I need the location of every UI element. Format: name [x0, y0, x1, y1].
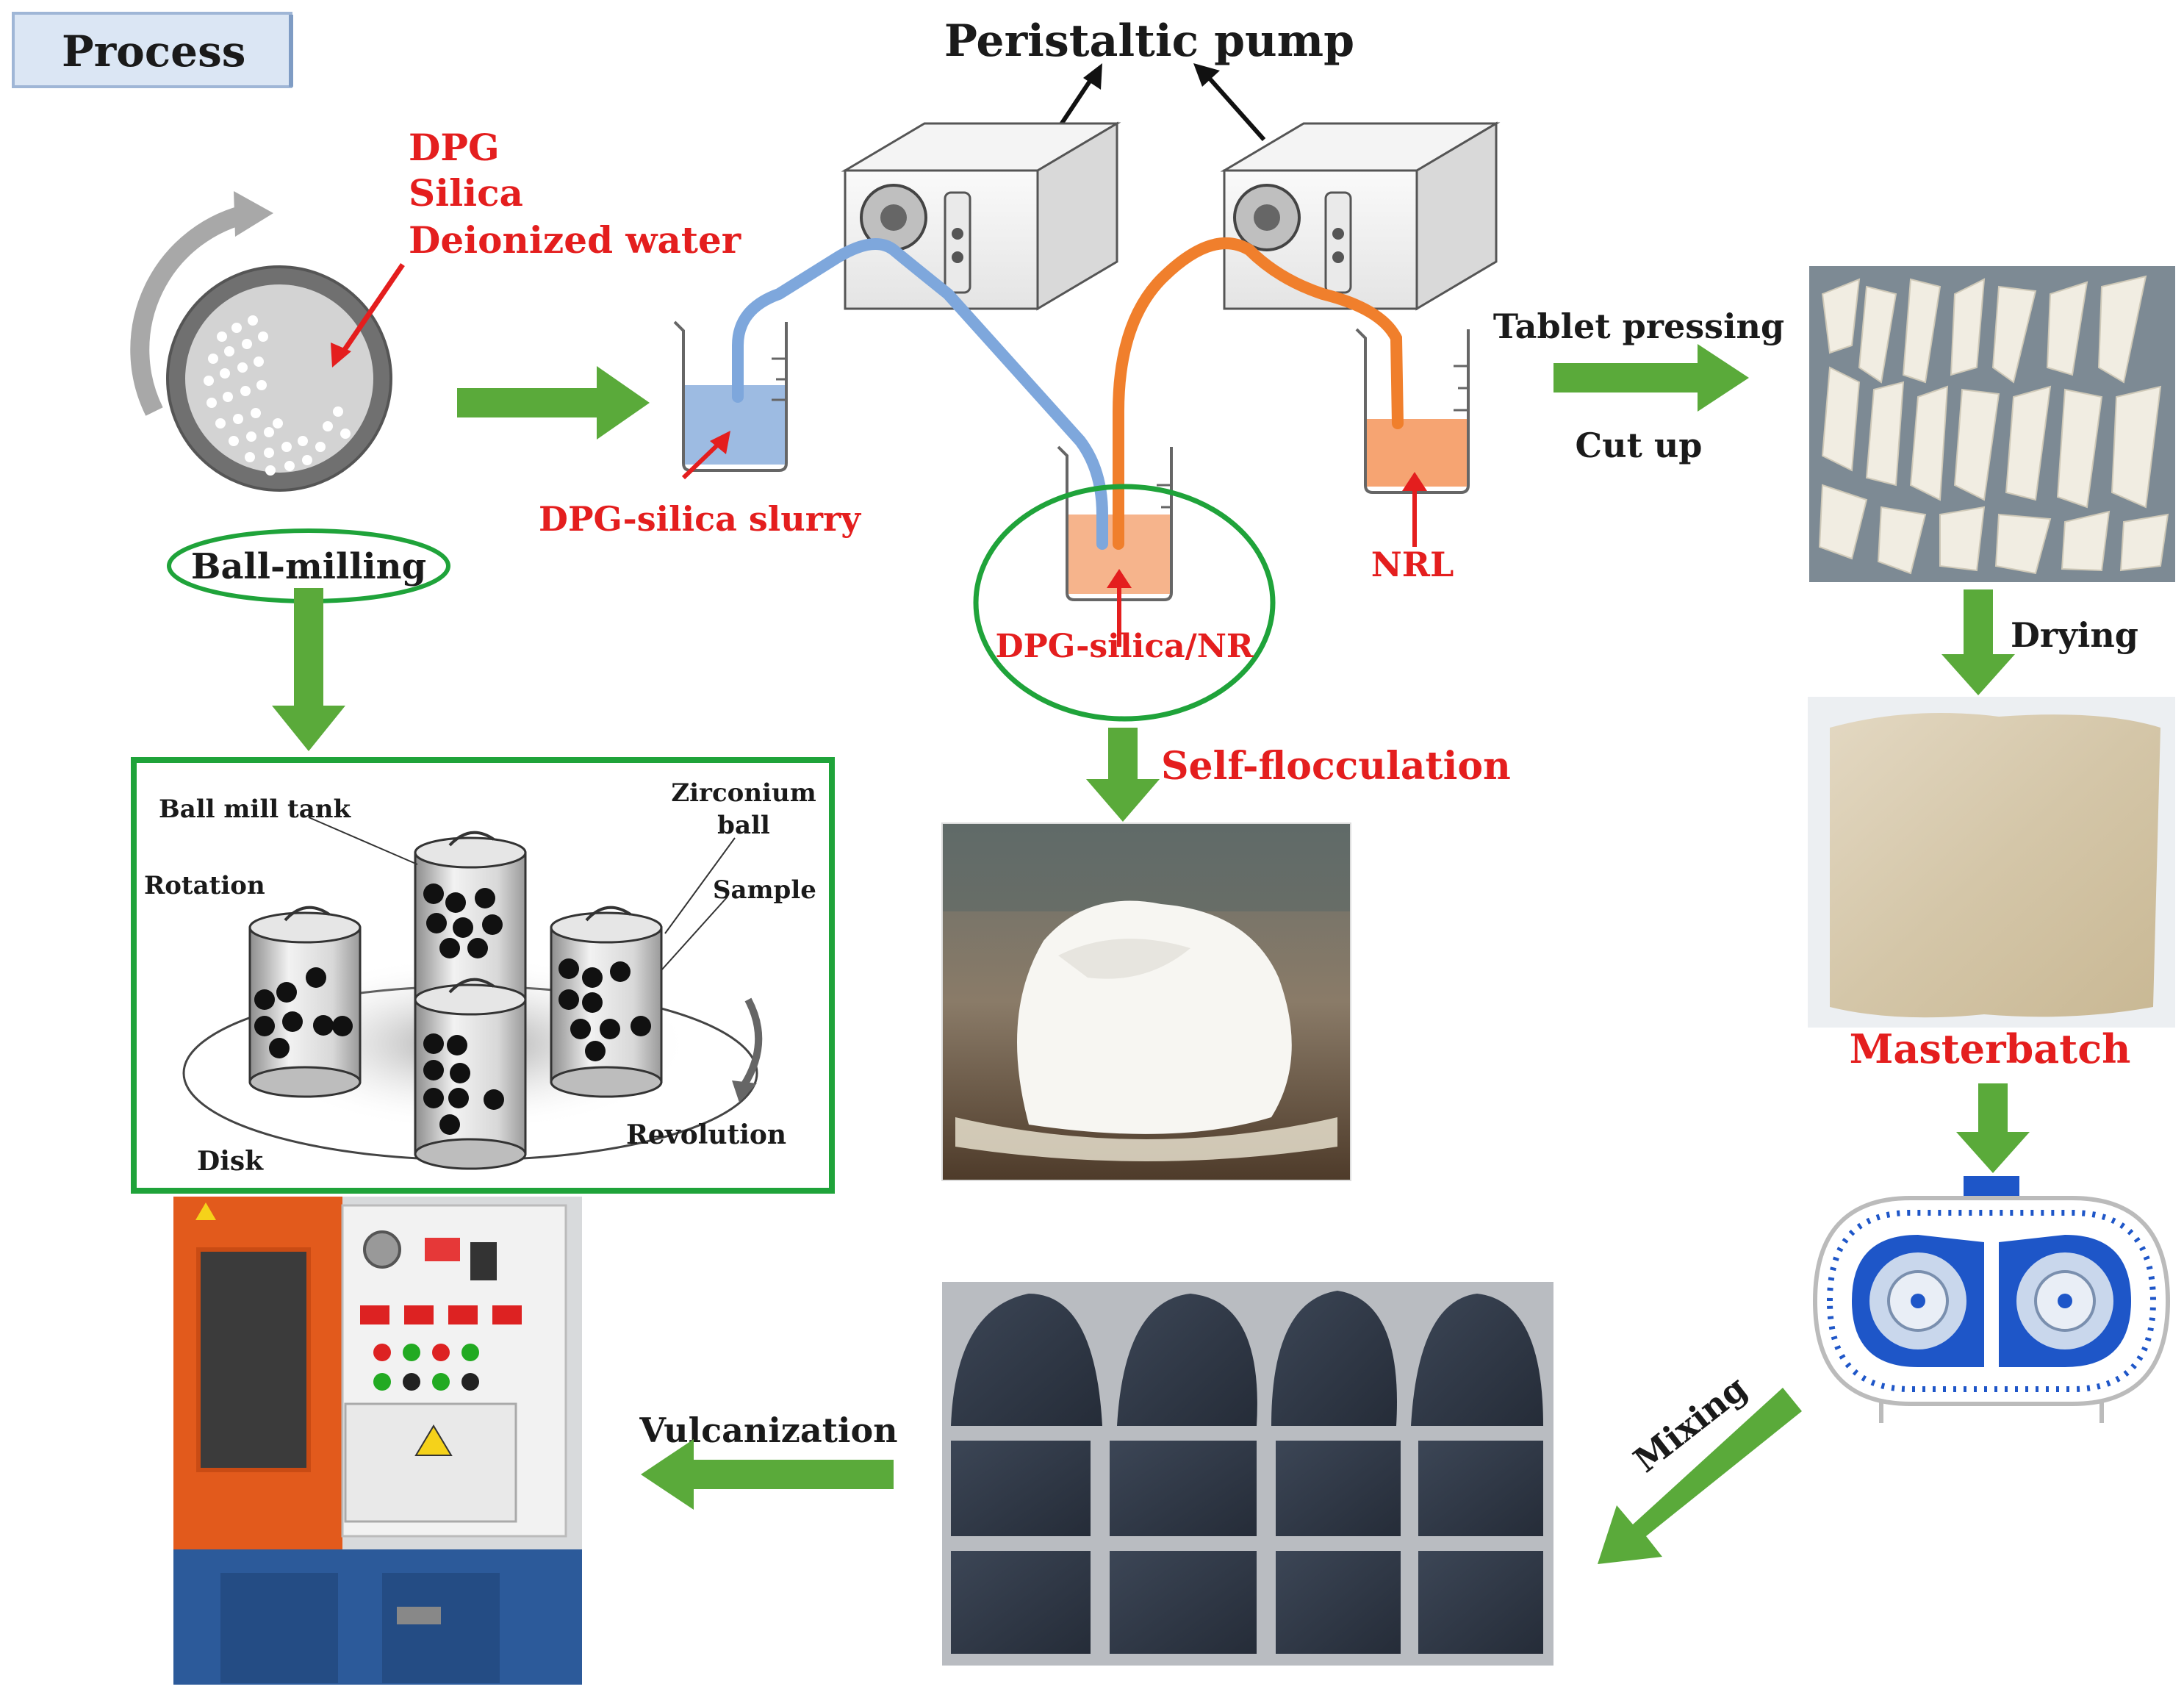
ingredient-dpg: DPG	[409, 126, 500, 169]
nrl-label: NRL	[1371, 545, 1454, 584]
arrow-to-detail	[272, 588, 345, 751]
tube-orange	[1113, 237, 1404, 550]
slurry-label: DPG-silica slurry	[539, 499, 861, 539]
ball-mill-detail: Ball mill tank Zirconium ball Rotation S…	[131, 757, 835, 1194]
self-flocculation-label: Self-flocculation	[1161, 744, 1511, 789]
ingredient-water: Deionized water	[409, 218, 741, 262]
detail-disk: Disk	[197, 1146, 264, 1177]
vulcanization-label: Vulcanization	[639, 1410, 897, 1450]
revolution-arrow	[739, 997, 763, 1090]
drying-label: Drying	[2011, 615, 2138, 655]
detail-sample: Sample	[713, 875, 816, 905]
arrow-to-slurry	[457, 366, 650, 440]
detail-rotation: Rotation	[144, 871, 265, 900]
arrow-drying	[1941, 589, 2015, 695]
detail-zirconium-ball-1: Zirconium	[671, 778, 816, 808]
detail-ball-mill-tank: Ball mill tank	[159, 795, 351, 824]
arrow-mixing	[1598, 1388, 1802, 1564]
masterbatch-label: Masterbatch	[1850, 1025, 2131, 1072]
detail-zirconium-ball-2: ball	[717, 811, 770, 840]
beaker-nrl	[1355, 328, 1470, 494]
ingredient-pointer	[337, 263, 405, 359]
arrow-to-cut-pieces	[1553, 344, 1749, 412]
ingredient-silica: Silica	[409, 171, 523, 215]
mill-cylinder-right	[550, 906, 663, 1098]
cut-pieces-photo	[1809, 266, 2175, 582]
process-title: Process	[62, 26, 245, 76]
mixture-highlight	[973, 484, 1276, 722]
pump-left	[841, 121, 1121, 311]
mixture-label: DPG-silica/NR	[996, 628, 1254, 665]
detail-revolution: Revolution	[626, 1119, 786, 1150]
masterbatch-photo	[1808, 697, 2175, 1028]
arrow-vulcanization	[641, 1439, 894, 1510]
internal-mixer-icon	[1812, 1176, 2171, 1423]
cut-up-label: Cut up	[1576, 426, 1703, 465]
tube-blue	[732, 238, 1108, 550]
tablet-pressing-label: Tablet pressing	[1493, 307, 1784, 346]
mill-cylinder-left	[248, 906, 362, 1098]
pump-title: Peristaltic pump	[944, 15, 1354, 67]
process-header: Process	[12, 12, 293, 88]
mill-cylinder-front	[414, 978, 527, 1170]
ball-milling-label: Ball-milling	[191, 546, 426, 587]
ball-mill-jar	[130, 191, 405, 492]
flocculation-photo	[941, 822, 1351, 1181]
rubber-sheets-photo	[942, 1282, 1553, 1666]
beaker-slurry	[673, 320, 788, 472]
pump-right	[1220, 121, 1501, 311]
ingredient-list: DPG Silica Deionized water	[409, 126, 741, 262]
vulcanizing-press-photo	[173, 1197, 582, 1685]
arrow-to-flocculation	[1086, 728, 1160, 822]
arrow-to-mixer	[1956, 1083, 2030, 1173]
